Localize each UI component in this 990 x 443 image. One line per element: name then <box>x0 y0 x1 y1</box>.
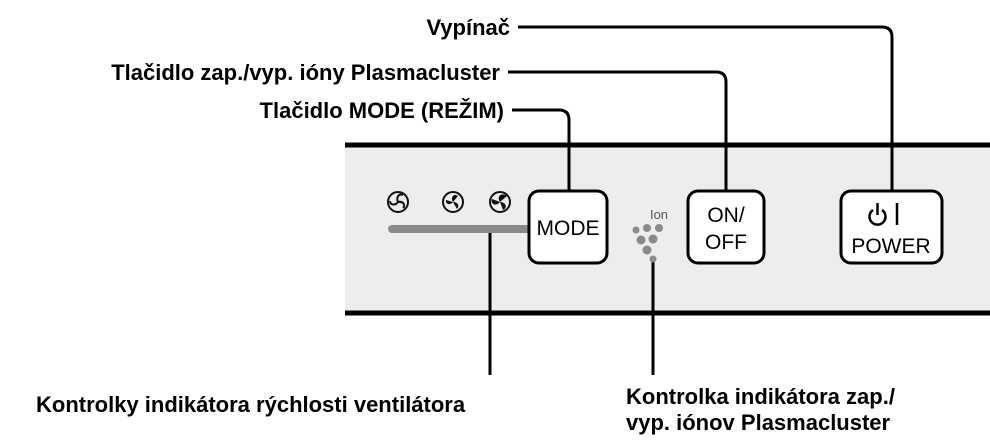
callout-ion-button: Tlačidlo zap./vyp. ióny Plasmacluster <box>111 60 500 85</box>
callout-fan-speed-indicators: Kontrolky indikátora rýchlosti ventiláto… <box>36 392 466 417</box>
ion-button-leader-line <box>508 70 728 190</box>
callout-ion-indicator-line2: vyp. iónov Plasmacluster <box>626 410 891 435</box>
ion-label: Ion <box>650 207 668 222</box>
ion-onoff-button[interactable] <box>686 189 766 265</box>
fan-high-icon <box>489 191 511 213</box>
fan-low-icon <box>387 191 409 213</box>
fan-medium-icon <box>442 191 464 213</box>
plasmacluster-ion-icon: Ion <box>632 207 668 263</box>
callout-mode-button: Tlačidlo MODE (REŽIM) <box>260 98 504 123</box>
ion-onoff-label-line1: ON/ <box>707 204 745 227</box>
power-button-label: POWER <box>851 235 930 258</box>
callout-power-switch: Vypínač <box>426 15 510 40</box>
mode-button[interactable] <box>527 189 609 265</box>
power-icon <box>868 203 899 226</box>
power-leader-line <box>518 25 894 190</box>
mode-leader-line <box>512 108 571 190</box>
power-button[interactable] <box>839 189 944 265</box>
ion-onoff-label-line2: OFF <box>705 231 747 254</box>
mode-button-label: MODE <box>537 217 600 240</box>
callout-ion-indicator-line1: Kontrolka indikátora zap./ <box>626 384 895 409</box>
